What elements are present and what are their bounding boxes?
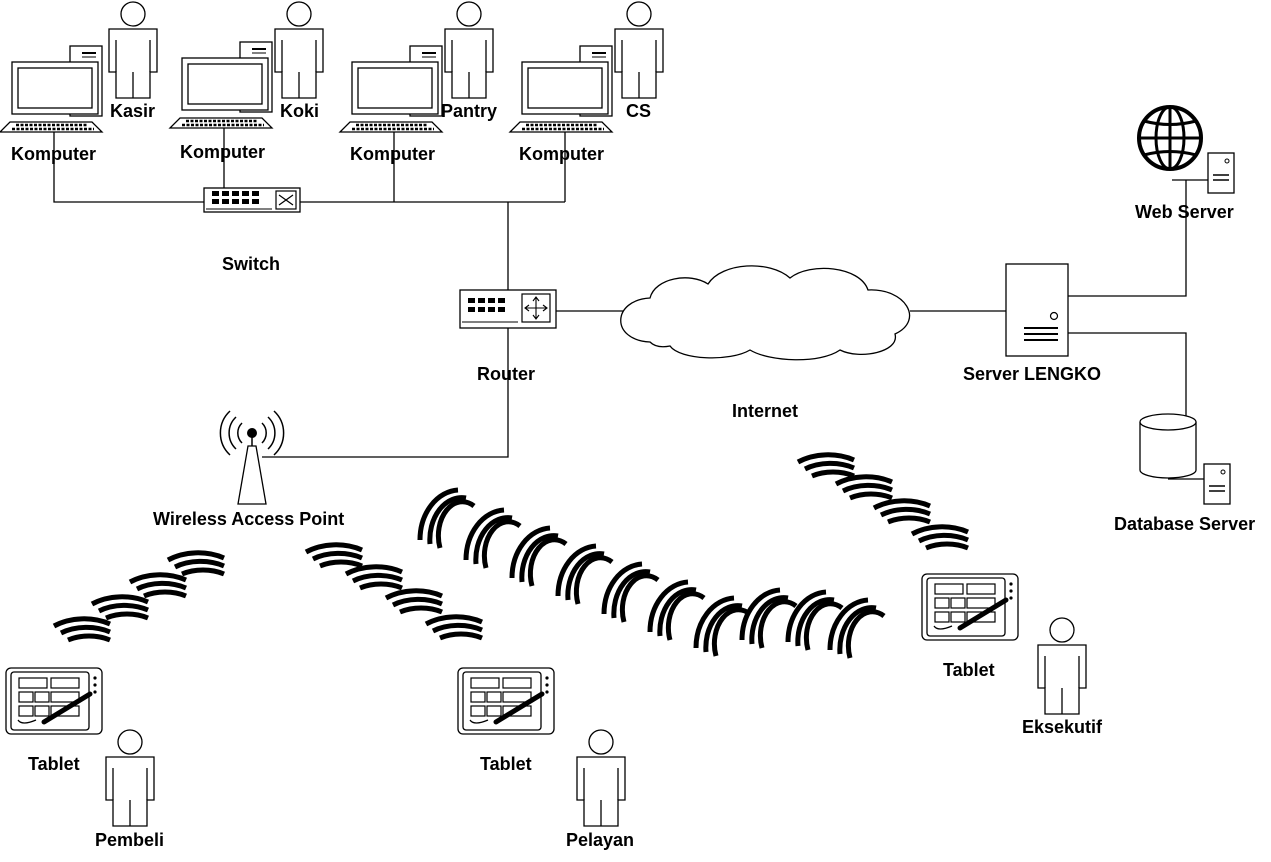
database-icon <box>1139 413 1197 479</box>
wave-chain-9 <box>788 592 842 650</box>
cs-label: CS <box>626 101 651 121</box>
wave-chain-1 <box>420 490 474 548</box>
eksekutif-person-icon <box>1037 617 1087 715</box>
wireless-access-point-label: Wireless Access Point <box>153 509 344 529</box>
wave-pembeli-4 <box>168 553 224 574</box>
pantry-label: Pantry <box>441 101 497 121</box>
wave-pelayan-1 <box>306 545 362 566</box>
tablet-pelayan-label: Tablet <box>480 754 532 774</box>
kasir-person-icon <box>108 1 158 99</box>
cs-person-icon <box>614 1 664 99</box>
wave-eksekutif-2 <box>836 477 892 498</box>
koki-label: Koki <box>280 101 319 121</box>
computer-koki-icon <box>168 40 274 130</box>
tablet-pembeli-icon <box>6 668 102 734</box>
server-lengko-label: Server LENGKO <box>963 364 1101 384</box>
router-icon <box>459 289 557 329</box>
web-server-box-icon <box>1207 152 1235 194</box>
router-label: Router <box>477 364 535 384</box>
wave-chain-4 <box>558 546 612 604</box>
globe-icon <box>1137 105 1203 171</box>
koki-person-icon <box>274 1 324 99</box>
tablet-pelayan-icon <box>458 668 554 734</box>
komputer-label-1: Komputer <box>11 144 96 164</box>
wireless-signal-waves <box>54 455 968 658</box>
wave-chain-10 <box>830 600 884 658</box>
switch-icon <box>203 187 301 213</box>
network-links <box>53 128 1212 480</box>
wave-eksekutif-4 <box>912 527 968 548</box>
komputer-label-4: Komputer <box>519 144 604 164</box>
komputer-label-2: Komputer <box>180 142 265 162</box>
database-server-box-icon <box>1203 463 1231 505</box>
wave-chain-3 <box>512 528 566 586</box>
computer-kasir-icon <box>0 44 104 134</box>
wave-chain-2 <box>466 510 520 568</box>
kasir-label: Kasir <box>110 101 155 121</box>
pelayan-label: Pelayan <box>566 830 634 850</box>
wave-pelayan-2 <box>346 567 402 588</box>
wave-pembeli-1 <box>54 619 110 640</box>
computer-cs-icon <box>508 44 614 134</box>
web-server-label: Web Server <box>1135 202 1234 222</box>
computer-pantry-icon <box>338 44 444 134</box>
pembeli-person-icon <box>105 729 155 827</box>
internet-cloud-icon <box>620 265 911 361</box>
pembeli-label: Pembeli <box>95 830 164 850</box>
pelayan-person-icon <box>576 729 626 827</box>
server-lengko-icon <box>1005 263 1069 357</box>
database-server-label: Database Server <box>1114 514 1255 534</box>
wireless-access-point-icon <box>219 410 285 505</box>
eksekutif-label: Eksekutif <box>1022 717 1103 737</box>
tablet-eksekutif-label: Tablet <box>943 660 995 680</box>
internet-label: Internet <box>732 401 798 421</box>
wave-pembeli-3 <box>130 575 186 596</box>
wave-eksekutif-3 <box>874 501 930 522</box>
tablet-eksekutif-icon <box>922 574 1018 640</box>
switch-label: Switch <box>222 254 280 274</box>
wave-pembeli-2 <box>92 597 148 618</box>
wave-pelayan-3 <box>386 591 442 612</box>
wave-eksekutif-1 <box>798 455 854 476</box>
komputer-label-3: Komputer <box>350 144 435 164</box>
wave-pelayan-4 <box>426 617 482 638</box>
tablet-pembeli-label: Tablet <box>28 754 80 774</box>
pantry-person-icon <box>444 1 494 99</box>
wave-chain-5 <box>604 564 658 622</box>
